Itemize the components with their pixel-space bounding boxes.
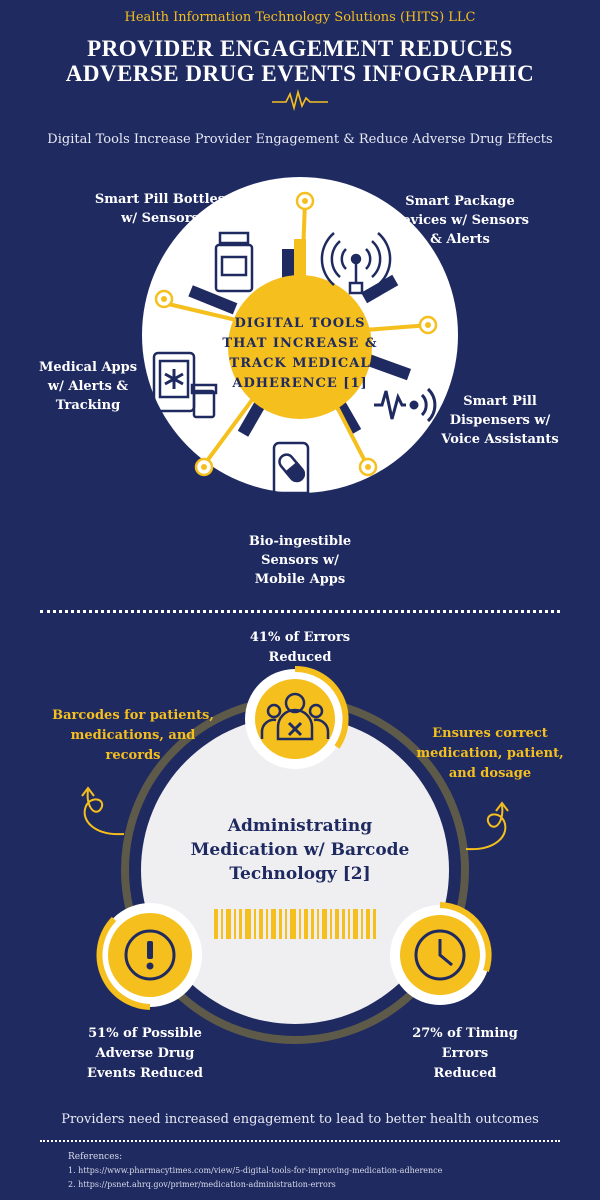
label-line: & Alerts (430, 232, 490, 247)
label-line: w/ Alerts & (47, 379, 129, 394)
note-line: medication, patient, (416, 746, 564, 761)
spoke-top-left (282, 249, 294, 283)
pill-bottle-icon (214, 231, 254, 293)
center-line: Administrating (227, 816, 373, 836)
label-line: Dispensers w/ (449, 413, 551, 428)
label-line: Tracking (55, 398, 121, 413)
exclamation-icon (124, 929, 176, 981)
stat-adverse-events: 51% of Possible Adverse Drug Events Redu… (60, 1024, 230, 1084)
hub-line-1: DIGITAL TOOLS (234, 316, 366, 331)
center-circle (141, 716, 449, 1024)
phone-pill-icon (272, 441, 310, 495)
label-line: Devices w/ Sensors (391, 213, 529, 228)
note-barcodes: Barcodes for patients, medications, and … (18, 706, 248, 766)
curl-arrow-right-icon (465, 801, 509, 851)
hub-line-4: ADHERENCE [1] (232, 376, 368, 391)
company-name: Health Information Technology Solutions … (124, 10, 476, 25)
people-icon (260, 692, 330, 741)
stat-line: 27% of Timing (412, 1026, 518, 1041)
page-title: PROVIDER ENGAGEMENT REDUCES ADVERSE DRUG… (0, 36, 600, 86)
hub-line-2: THAT INCREASE & (222, 336, 378, 351)
label-bio-ingestible: Bio-ingestible Sensors w/ Mobile Apps (220, 532, 380, 589)
barcode-icon (214, 909, 376, 939)
curl-arrow-left-icon (81, 786, 125, 836)
stat-line: Errors (441, 1046, 489, 1061)
stat-line: 41% of Errors (249, 630, 351, 645)
label-line: Medical Apps (38, 360, 138, 375)
label-line: Voice Assistants (441, 432, 559, 447)
spoke-left (188, 285, 238, 315)
label-line: Sensors w/ (261, 553, 339, 568)
label-pill-dispensers: Smart Pill Dispensers w/ Voice Assistant… (430, 392, 570, 449)
label-line: Smart Package (405, 194, 515, 209)
footer-statement: Providers need increased engagement to l… (61, 1112, 539, 1127)
note-line: Ensures correct (432, 726, 548, 741)
center-line: Technology [2] (229, 864, 371, 884)
exclamation-icon-node (96, 903, 202, 1010)
voice-wave-icon (374, 387, 437, 423)
label-medical-apps: Medical Apps w/ Alerts & Tracking (28, 358, 148, 415)
label-line: Mobile Apps (254, 572, 346, 587)
people-icon-node (245, 665, 349, 769)
label-package-devices: Smart Package Devices w/ Sensors & Alert… (390, 192, 530, 249)
stat-line: Reduced (268, 650, 332, 665)
label-line: Smart Pill Bottles (94, 192, 226, 207)
references-title: References: (68, 1152, 123, 1162)
subtitle: Digital Tools Increase Provider Engageme… (47, 132, 553, 147)
note-line: and dosage (448, 766, 532, 781)
reference-2[interactable]: 2. https://psnet.ahrq.gov/primer/medicat… (68, 1180, 336, 1189)
title-line-2: ADVERSE DRUG EVENTS INFOGRAPHIC (65, 61, 535, 86)
clock-icon-node (390, 902, 492, 1005)
note-line: records (105, 748, 161, 763)
label-line: w/ Sensors (121, 211, 199, 226)
label-line: Smart Pill (463, 394, 537, 409)
clock-icon (414, 929, 466, 981)
barcode-graphic (96, 665, 492, 1044)
barcode-center-title: Administrating Medication w/ Barcode Tec… (180, 814, 420, 886)
stat-timing-errors: 27% of Timing Errors Reduced (380, 1024, 550, 1084)
title-line-1: PROVIDER ENGAGEMENT REDUCES (87, 36, 513, 61)
tools-wheel (142, 177, 458, 495)
stat-line: 51% of Possible (88, 1026, 202, 1041)
reference-1[interactable]: 1. https://www.pharmacytimes.com/view/5-… (68, 1166, 443, 1175)
note-line: Barcodes for patients, (52, 708, 214, 723)
heartbeat-icon (272, 88, 328, 112)
label-line: Bio-ingestible (248, 534, 352, 549)
note-line: medications, and (70, 728, 196, 743)
tablet-medical-icon (152, 351, 218, 419)
note-ensures-correct: Ensures correct medication, patient, and… (390, 724, 590, 784)
footer-divider (40, 1140, 560, 1142)
section-divider (40, 610, 560, 613)
hub-label: DIGITAL TOOLS THAT INCREASE & TRACK MEDI… (210, 314, 390, 394)
hub-circle (228, 275, 372, 419)
stat-line: Reduced (433, 1066, 497, 1081)
spoke-right-lower (363, 353, 412, 381)
center-line: Medication w/ Barcode (190, 840, 410, 860)
signal-tower-icon (320, 232, 392, 295)
hub-line-3: TRACK MEDICAL (229, 356, 371, 371)
spoke-right (361, 274, 399, 304)
label-pill-bottles: Smart Pill Bottles w/ Sensors (90, 190, 230, 228)
stat-errors-reduced: 41% of Errors Reduced (220, 628, 380, 668)
stat-line: Adverse Drug (95, 1046, 195, 1061)
stat-line: Events Reduced (87, 1066, 203, 1081)
